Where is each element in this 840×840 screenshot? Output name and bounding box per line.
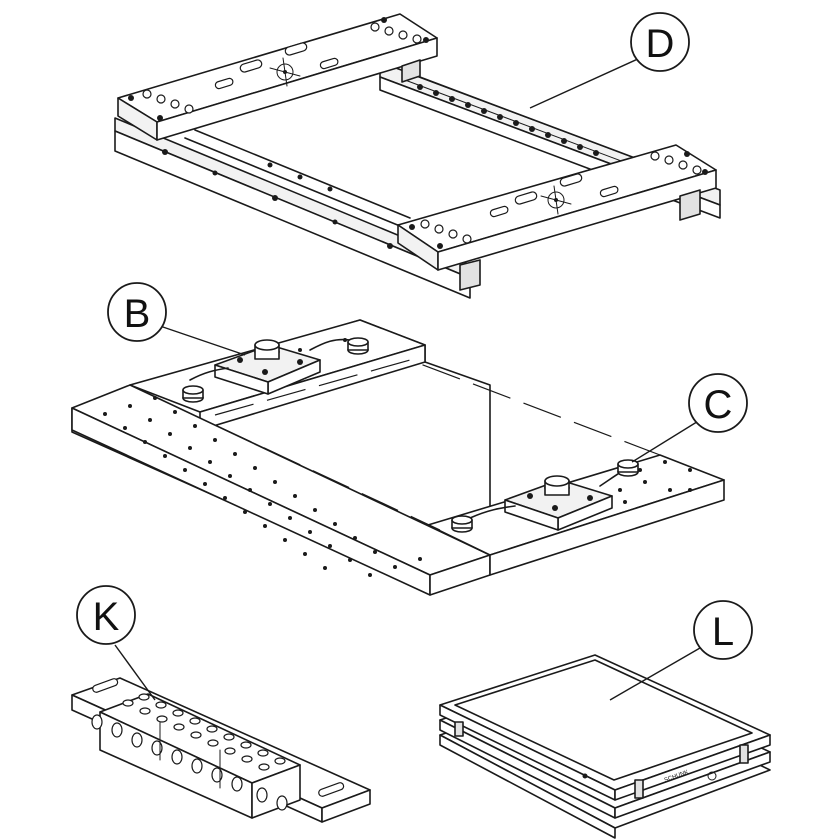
frame-left-plate-holes [128,17,429,121]
rail-front-holes [91,714,288,811]
base-plate-assembly [71,319,725,596]
callout-c-circle [688,373,748,433]
leader-c [631,419,701,463]
frame-right-plate-holes [409,151,708,249]
leader-l [609,647,701,701]
callout-l-circle [693,600,753,660]
frame-assembly [114,13,721,299]
rail-top-holes [122,693,286,771]
callout-k-circle [76,585,136,645]
stacked-trays: SCHUNK [439,654,771,839]
callout-l-label: L [712,610,734,654]
frame-right-plate-side [437,169,717,271]
callout-b-circle [107,282,167,342]
base-main-slab-top-left [71,384,491,576]
callout-l: L [693,600,753,660]
callout-c: C [688,373,748,433]
hole-rail [71,677,371,823]
leader-d [529,57,641,109]
callout-d: D [630,12,690,72]
callout-b: B [107,282,167,342]
callout-d-circle [630,12,690,72]
frame-foot-front [459,259,481,291]
base-center-dashline [214,359,661,456]
callout-k-label: K [93,595,120,639]
clamp-module-right [451,459,639,533]
tray-top-inner [454,659,753,781]
callout-k: K [76,585,136,645]
frame-foot-right [679,189,701,221]
clamp-left-knob-rear [347,337,369,355]
base-right-slab-side [489,479,725,576]
frame-front-rail-side [114,130,471,299]
callout-c-label: C [704,383,733,427]
callout-b-label: B [124,292,151,336]
frame-left-plate-side [156,37,438,141]
clamp-right-knob-front [451,515,473,533]
clamp-left-knob-front [182,385,204,403]
clamp-module-left [182,337,369,403]
leader-b [159,325,246,356]
leader-k [114,644,156,701]
frame-left-leg [401,59,421,83]
callout-d-label: D [646,22,675,66]
clamp-right-knob-rear [617,459,639,477]
